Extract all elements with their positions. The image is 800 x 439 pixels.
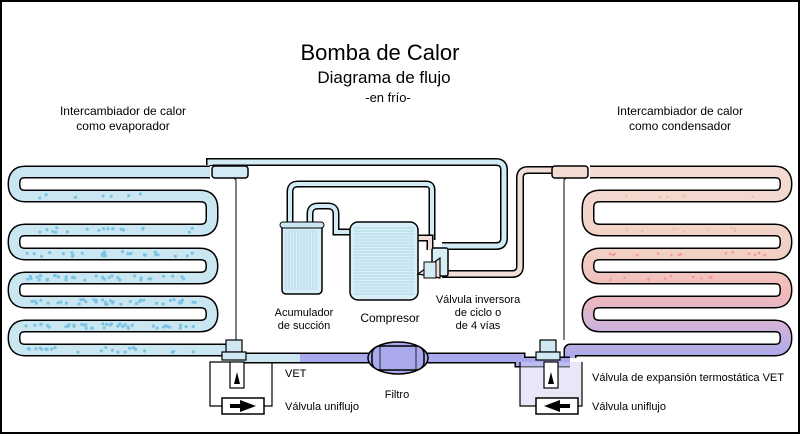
right-valve-assembly xyxy=(519,339,583,415)
suction-to-compressor-pipe-fill xyxy=(308,204,350,290)
evaporator-label-line2: como evaporador xyxy=(76,119,169,133)
accumulator-label-line1: Acumulador xyxy=(275,307,334,319)
compressor-label: Compresor xyxy=(360,311,419,325)
left-valve-assembly xyxy=(209,339,273,415)
check-valve-right-label: Válvula uniflujo xyxy=(592,401,666,413)
evaporator-label-line1: Intercambiador de calor xyxy=(60,104,186,118)
reversing-valve-label-line1: Válvula inversora xyxy=(436,294,521,306)
suction-accumulator xyxy=(279,221,325,295)
evaporator-tube-fill xyxy=(9,167,235,358)
accumulator-inlet-pipe-fill xyxy=(288,182,434,240)
left-capillary-line xyxy=(227,171,237,340)
evaporator-refrigerant-dots xyxy=(24,192,197,355)
compressor-discharge-pipe-fill xyxy=(418,236,432,250)
evaporator-header xyxy=(211,165,249,179)
reversing-valve xyxy=(416,247,449,279)
discharge-pipe-fill xyxy=(442,167,555,277)
discharge-pipe-outline xyxy=(442,166,556,278)
diagram-subtitle: Diagrama de flujo xyxy=(317,68,450,87)
vet-label: VET xyxy=(285,368,307,380)
condenser-label-line2: como condensador xyxy=(629,119,731,133)
txv-right-label: Válvula de expansión termostática VET xyxy=(592,372,784,384)
condenser-refrigerant-dots xyxy=(608,193,766,282)
condenser-header xyxy=(551,165,589,179)
reversing-valve-label-line2: de ciclo o xyxy=(455,307,501,319)
condenser-label-line1: Intercambiador de calor xyxy=(617,104,743,118)
condenser-coil xyxy=(563,165,793,358)
check-valve-left-label: Válvula uniflujo xyxy=(285,401,359,413)
filter-drier xyxy=(367,341,429,375)
compressor xyxy=(349,221,419,301)
accumulator-label-line2: de succión xyxy=(278,320,331,332)
suction-pipe-fill xyxy=(207,159,507,249)
right-capillary-line xyxy=(563,171,573,340)
operating-mode: -en frío- xyxy=(365,90,411,105)
evaporator-coil xyxy=(7,165,237,358)
diagram-title: Bomba de Calor xyxy=(301,40,460,65)
condenser-tube-fill xyxy=(565,167,791,358)
filter-label: Filtro xyxy=(385,389,409,401)
reversing-valve-label-line3: de 4 vías xyxy=(456,320,501,332)
